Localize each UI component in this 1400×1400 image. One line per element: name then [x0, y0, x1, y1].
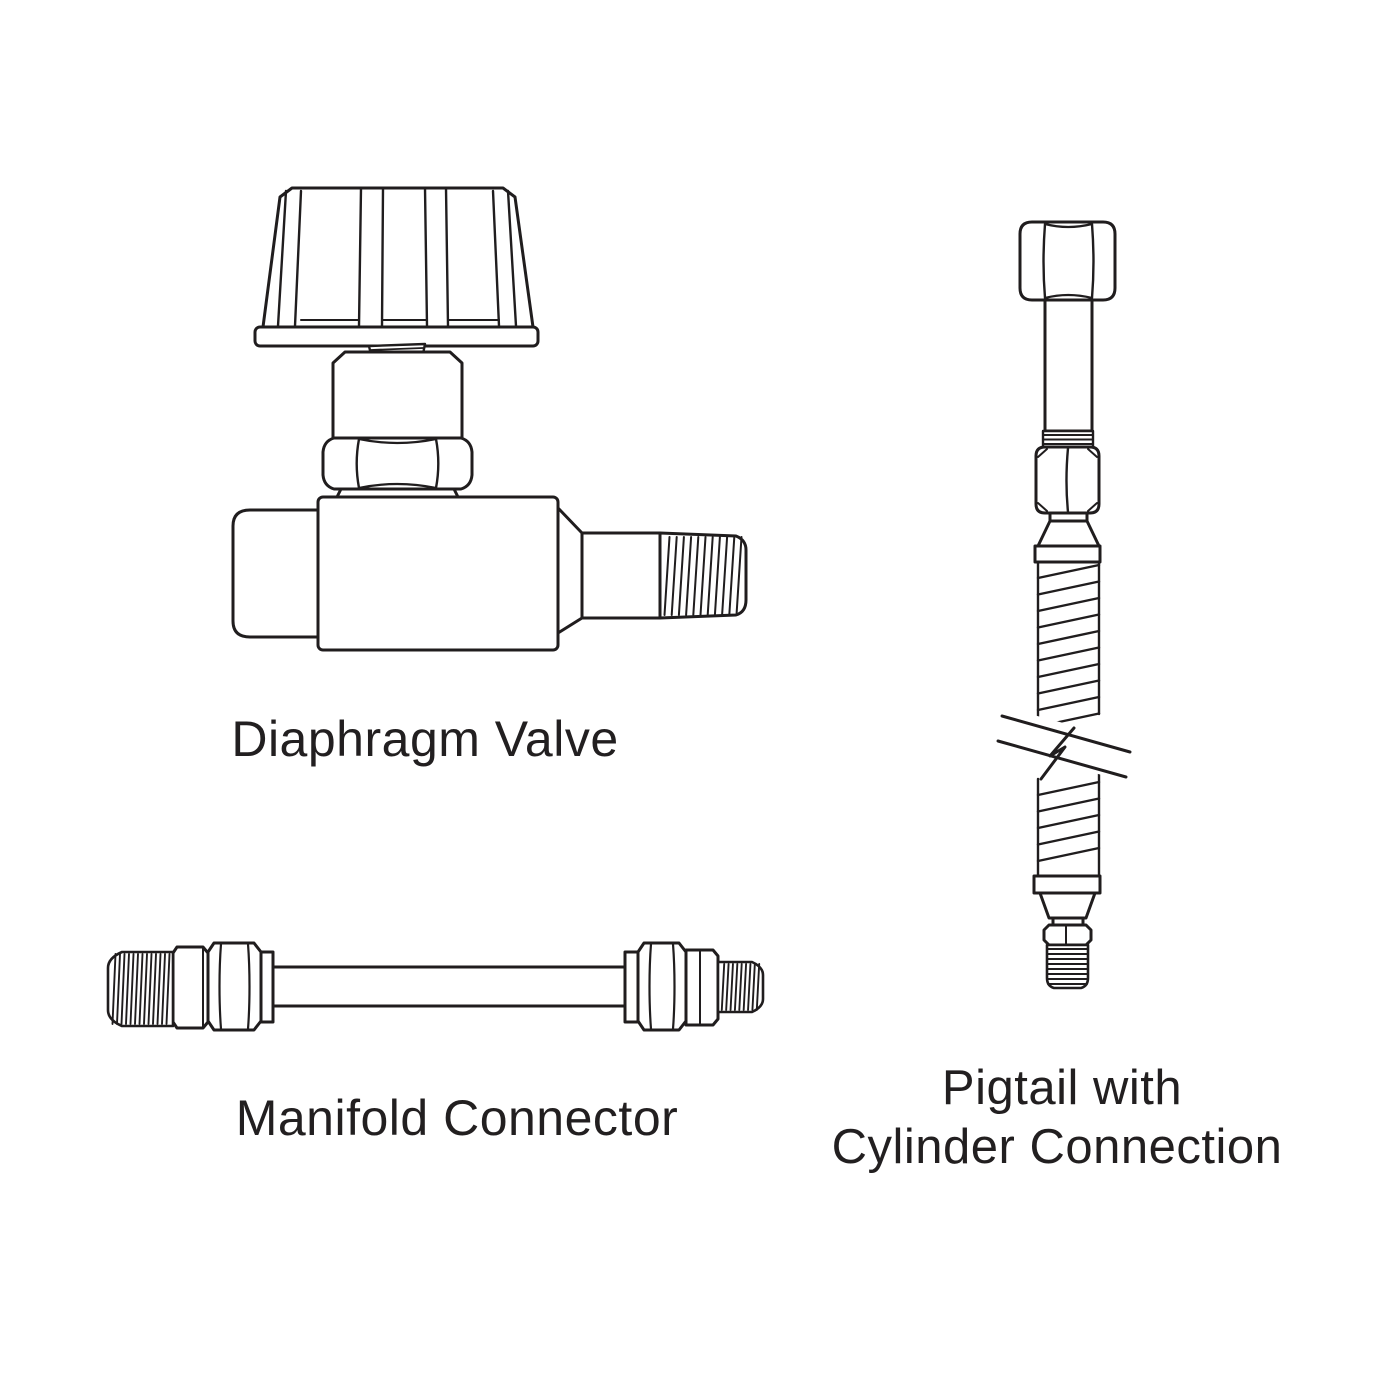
manifold-connector-caption: Manifold Connector: [235, 1090, 679, 1146]
valve-handwheel-flange: [253, 325, 540, 348]
pigtail-coupling-nut: [1034, 445, 1101, 515]
manifold-left-hex: [171, 945, 210, 1030]
valve-right-cylinder: [580, 531, 662, 620]
pigtail-lower-collar: [1032, 874, 1102, 895]
manifold-left-threads: [106, 950, 175, 1028]
valve-handwheel: [261, 186, 535, 329]
manifold-right-collar: [623, 950, 640, 1024]
diaphragm-valve-drawing: [231, 186, 748, 652]
pigtail-bottom-threads: [1045, 943, 1090, 990]
diaphragm-valve-caption: Diaphragm Valve: [231, 711, 619, 767]
pigtail-stem-threads: [1041, 429, 1095, 449]
pigtail-cylinder-nut: [1018, 220, 1117, 302]
pigtail-hose-upper: [1033, 560, 1102, 729]
manifold-right-nut: [636, 941, 688, 1032]
manifold-connector-drawing: [106, 941, 765, 1032]
valve-hex-nut: [321, 436, 474, 491]
pigtail-upper-taper: [1036, 519, 1101, 548]
manifold-left-nut: [206, 941, 263, 1032]
manifold-right-threads: [716, 960, 765, 1014]
pigtail-hose-lower: [1036, 765, 1101, 878]
valve-right-taper: [556, 506, 584, 635]
pigtail-stem: [1043, 298, 1094, 433]
manifold-tube: [271, 965, 627, 1008]
pigtail-bottom-hex: [1042, 923, 1093, 947]
pigtail-caption-line1: Pigtail with: [941, 1061, 1183, 1115]
valve-bonnet: [331, 350, 464, 440]
pigtail-lower-taper: [1038, 891, 1097, 920]
pigtail-caption-line2: Cylinder Connection: [831, 1120, 1283, 1174]
valve-right-threads: [658, 531, 748, 620]
hose-break-symbol: [994, 706, 1134, 782]
manifold-right-hex: [684, 948, 720, 1027]
valve-left-port: [231, 508, 320, 639]
pigtail-upper-collar: [1033, 544, 1102, 564]
valve-body: [316, 495, 560, 652]
pigtail-drawing: [994, 220, 1134, 990]
valve-washer: [335, 487, 460, 499]
